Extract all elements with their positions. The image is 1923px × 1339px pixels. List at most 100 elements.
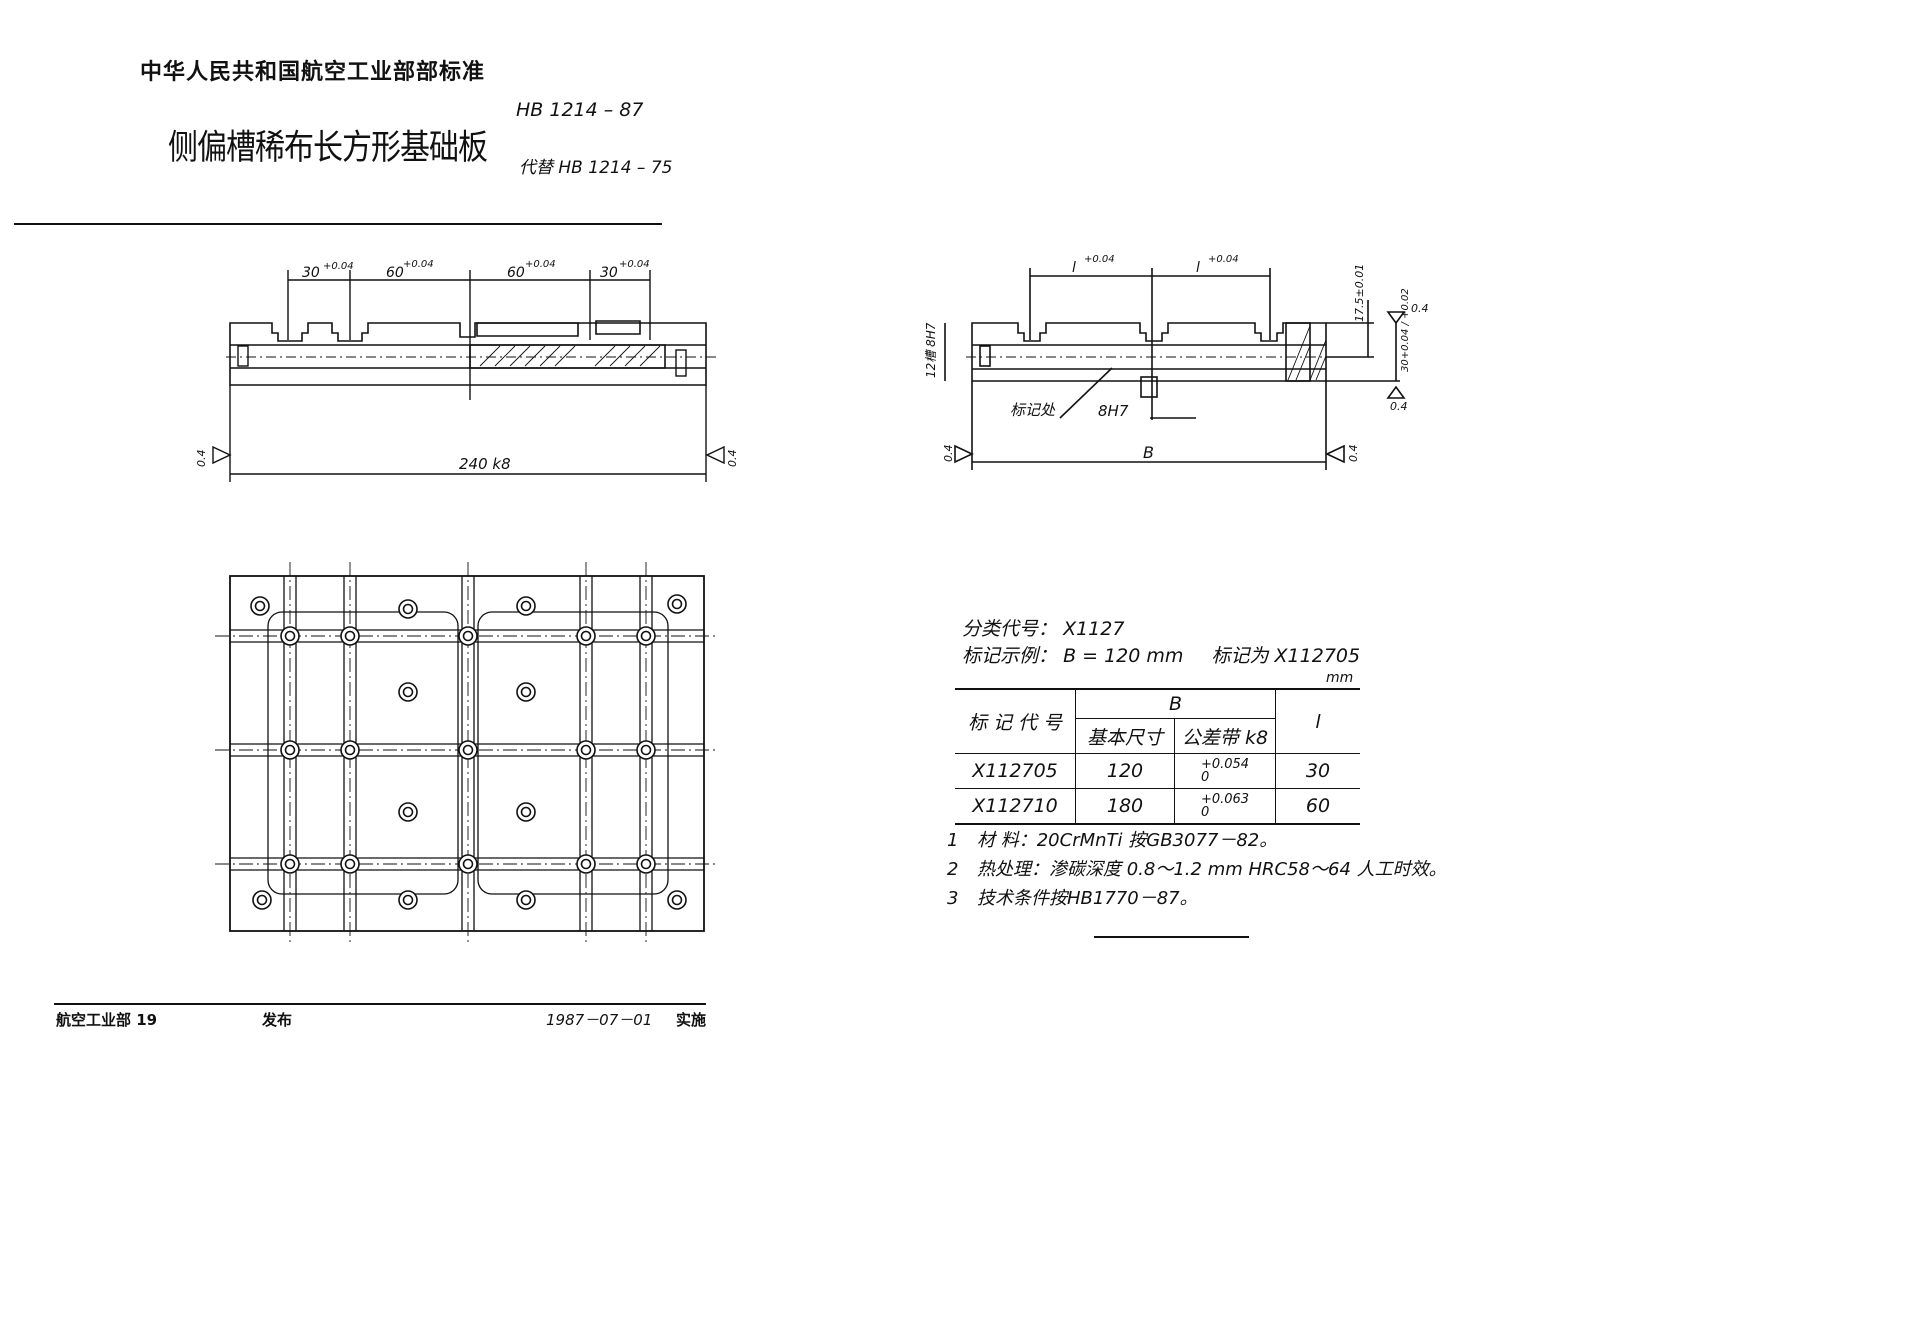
header-basic: 基本尺寸 bbox=[1075, 718, 1175, 754]
bolt-hole-inner bbox=[640, 630, 652, 642]
footer-dept: 航空工业部 19 bbox=[56, 1011, 158, 1029]
bolt-hole-inner bbox=[462, 858, 474, 870]
bolt-hole-inner bbox=[284, 630, 296, 642]
tol-upper-b: +0.04 bbox=[403, 259, 434, 270]
header-l: l bbox=[1315, 710, 1321, 733]
marking-location-label: 标记处 bbox=[1010, 401, 1056, 419]
bolt-hole-inner bbox=[344, 744, 356, 756]
bolt-hole-inner bbox=[284, 744, 296, 756]
row-l: 60 bbox=[1305, 795, 1331, 817]
notes-list: 1 材 料：20CrMnTi 按GB3077－82。 2 热处理：渗碳深度 0.8～… bbox=[947, 826, 1447, 913]
bolt-hole-inner bbox=[580, 630, 592, 642]
bolt-hole-inner bbox=[344, 630, 356, 642]
bolt-hole-inner bbox=[402, 806, 414, 818]
end-rule bbox=[1094, 936, 1249, 938]
note-text: 技术条件按HB1770－87。 bbox=[977, 888, 1198, 909]
note-item: 2 热处理：渗碳深度 0.8～1.2 mm HRC58～64 人工时效。 bbox=[947, 855, 1447, 884]
note-number: 1 bbox=[947, 830, 959, 851]
tol-upper: +0.063 bbox=[1200, 792, 1250, 807]
side-pitch-b: l bbox=[1196, 260, 1200, 276]
header-code: 标 记 代 号 bbox=[955, 689, 1076, 754]
thickness-label: 30+0.04 / +0.02 bbox=[1400, 288, 1411, 372]
flatness-right: 0.4 bbox=[726, 450, 739, 468]
side-flatness-top: 0.4 bbox=[1411, 302, 1429, 315]
note-text: 材 料：20CrMnTi 按GB3077－82。 bbox=[977, 830, 1278, 851]
footer-impl: 实施 bbox=[676, 1011, 707, 1029]
example-mark-label: 标记为 bbox=[1211, 645, 1269, 667]
key-fit-label: 8H7 bbox=[1098, 402, 1129, 420]
row-l: 30 bbox=[1305, 760, 1331, 782]
note-item: 1 材 料：20CrMnTi 按GB3077－82。 bbox=[947, 826, 1447, 855]
bolt-hole-inner bbox=[520, 686, 532, 698]
bolt-hole-inner bbox=[520, 806, 532, 818]
side-pitch-a: l bbox=[1072, 260, 1076, 276]
tol-upper: +0.054 bbox=[1200, 757, 1250, 772]
tol-upper-c: +0.04 bbox=[525, 259, 556, 270]
height-label: 17.5±0.01 bbox=[1353, 264, 1366, 322]
footer-issue: 发布 bbox=[262, 1011, 293, 1029]
bolt-hole-inner bbox=[462, 744, 474, 756]
tol-lower: 0 bbox=[1200, 770, 1210, 785]
note-number: 3 bbox=[947, 888, 959, 909]
example-line: 标记示例： B = 120 mm 标记为 X112705 bbox=[962, 641, 1360, 668]
bolt-hole-inner bbox=[256, 894, 268, 906]
classification-label: 分类代号： bbox=[962, 618, 1058, 640]
bolt-hole-inner bbox=[402, 603, 414, 615]
width-label: B bbox=[1143, 443, 1154, 462]
tol-lower: 0 bbox=[1200, 805, 1210, 820]
side-tol-b: +0.04 bbox=[1208, 254, 1239, 265]
footer-date: 1987－07－01 bbox=[546, 1011, 653, 1029]
header-b: B bbox=[1075, 689, 1276, 719]
bolt-hole-inner bbox=[640, 858, 652, 870]
header-tol: 公差带 k8 bbox=[1174, 718, 1276, 754]
bolt-hole-inner bbox=[344, 858, 356, 870]
dim-60-a: 60 bbox=[386, 265, 404, 281]
replaces-note: 代替 HB 1214 – 75 bbox=[519, 158, 673, 178]
note-item: 3 技术条件按HB1770－87。 bbox=[947, 884, 1447, 913]
row-basic: 120 bbox=[1075, 753, 1175, 789]
bolt-hole-inner bbox=[402, 686, 414, 698]
note-text: 热处理：渗碳深度 0.8～1.2 mm HRC58～64 人工时效。 bbox=[977, 859, 1447, 880]
bolt-hole-inner bbox=[462, 630, 474, 642]
bolt-hole-inner bbox=[402, 894, 414, 906]
row-code: X112710 bbox=[955, 788, 1076, 824]
classification-value: X1127 bbox=[1063, 618, 1125, 640]
side-flatness-left: 0.4 bbox=[942, 445, 955, 463]
side-tol-a: +0.04 bbox=[1084, 254, 1115, 265]
header-rule bbox=[14, 223, 662, 225]
standard-code: HB 1214 – 87 bbox=[516, 99, 644, 121]
overall-dim: 240 k8 bbox=[459, 455, 511, 473]
bolt-hole-inner bbox=[640, 744, 652, 756]
side-flatness-bottom: 0.4 bbox=[1390, 400, 1408, 413]
example-value: B = 120 mm bbox=[1063, 645, 1184, 667]
bolt-hole-inner bbox=[254, 600, 266, 612]
dim-30-a: 30 bbox=[302, 265, 320, 281]
issuing-authority: 中华人民共和国航空工业部部标准 bbox=[140, 60, 486, 85]
tol-upper-a: +0.04 bbox=[323, 261, 354, 272]
bolt-hole-inner bbox=[580, 744, 592, 756]
side-flatness-right: 0.4 bbox=[1347, 445, 1360, 463]
bolt-hole-inner bbox=[520, 894, 532, 906]
tol-upper-d: +0.04 bbox=[619, 259, 650, 270]
unit-label: mm bbox=[1326, 670, 1354, 686]
classification-line: 分类代号： X1127 bbox=[962, 614, 1124, 641]
note-number: 2 bbox=[947, 859, 959, 880]
bolt-hole-inner bbox=[284, 858, 296, 870]
bolt-hole-inner bbox=[671, 598, 683, 610]
bolt-hole-inner bbox=[580, 858, 592, 870]
groove-label: 12槽 8H7 bbox=[924, 322, 938, 378]
dim-30-b: 30 bbox=[600, 265, 618, 281]
bolt-hole-inner bbox=[671, 894, 683, 906]
example-mark-value: X112705 bbox=[1274, 645, 1361, 667]
bolt-hole-inner bbox=[520, 600, 532, 612]
document-title: 侧偏槽稀布长方形基础板 bbox=[168, 127, 488, 169]
spec-table: 标 记 代 号 B l 基本尺寸 公差带 k8 X112705 120 +0.0… bbox=[955, 688, 1360, 825]
